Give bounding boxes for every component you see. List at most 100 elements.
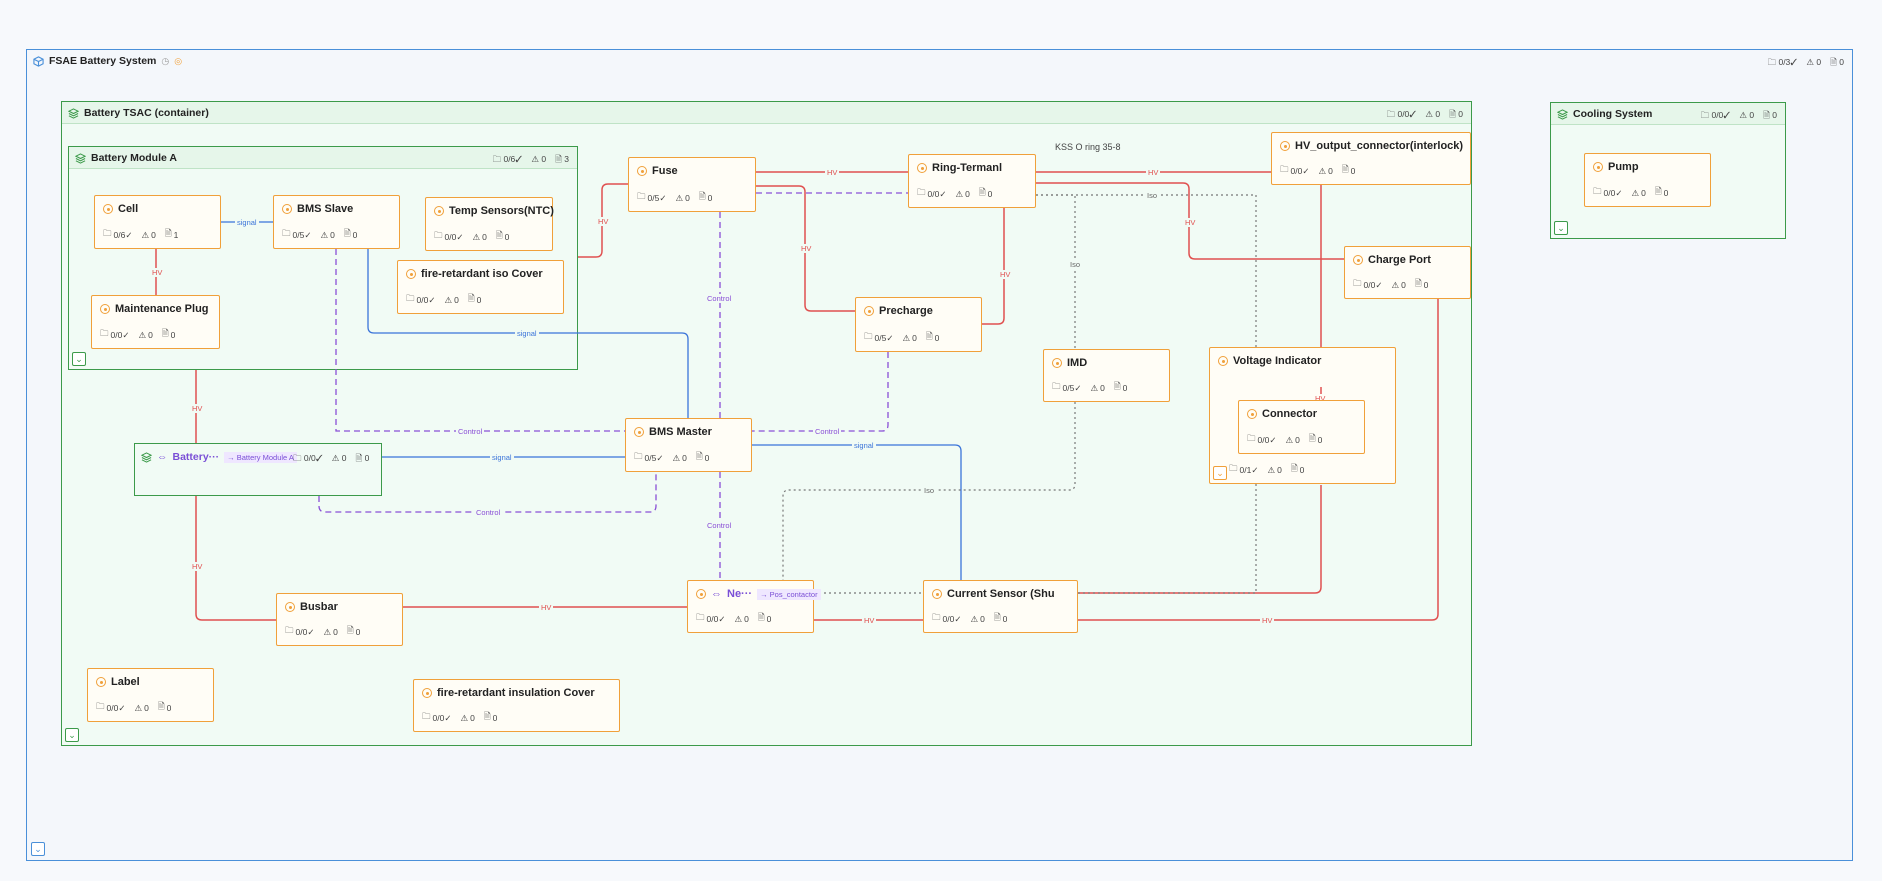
tsac-collapse-button[interactable]: ⌄ (65, 728, 79, 742)
component-icon (1052, 358, 1062, 368)
system-docs: 0 (1839, 57, 1844, 67)
node-neg-contactor-ref[interactable]: ⇔Ne···→ Pos_contactor 🗀0/0✓⚠0🗎0 (687, 580, 821, 633)
system-warnings: 0 (1816, 57, 1822, 67)
cooling-collapse-button[interactable]: ⌄ (1554, 221, 1568, 235)
hv-edge-current-connector (1078, 485, 1322, 594)
folder-icon: 🗀 0/3✓ (1767, 57, 1798, 67)
history-icon[interactable]: ◷ (161, 55, 170, 66)
component-icon (1218, 356, 1228, 366)
node-title: Busbar (300, 601, 338, 613)
node-folders: 0/5✓ (1062, 382, 1082, 393)
node-pump[interactable]: Pump 🗀0/0✓⚠0🗎0 (1584, 153, 1711, 207)
node-connector[interactable]: Connector 🗀0/0✓⚠0🗎0 (1238, 400, 1365, 454)
folder-icon: 🗀0/0✓ (917, 187, 947, 199)
folder-icon: 🗀 0/0✓ (1386, 109, 1417, 119)
node-title: Connector (1262, 408, 1317, 420)
tsac-stats: 🗀 0/0✓ ⚠ 0 🗎 0 (1387, 109, 1463, 123)
cooling-docs: 0 (1772, 110, 1777, 120)
node-fuse[interactable]: Fuse 🗀0/5✓⚠0🗎0 (628, 157, 756, 212)
node-title: BMS Slave (297, 203, 354, 215)
node-folders: 0/0✓ (106, 702, 126, 713)
node-warnings: 0 (1641, 188, 1646, 198)
node-label[interactable]: Label 🗀0/0✓⚠0🗎0 (87, 668, 214, 722)
node-insulation-cover[interactable]: fire-retardant insulation Cover 🗀0/0✓⚠0🗎… (413, 679, 620, 732)
doc-icon: 🗎0 (1113, 381, 1128, 393)
folder-icon: 🗀0/5✓ (1052, 381, 1082, 393)
node-cell[interactable]: Cell 🗀0/6✓⚠0🗎1 (94, 195, 221, 249)
battery-ref-group[interactable]: ⇔ Battery··· → Battery Module A 🗀 0/0✓ ⚠… (134, 443, 382, 496)
node-warnings: 0 (965, 189, 970, 199)
warning-icon: ⚠0 (955, 188, 970, 200)
node-title: fire-retardant insulation Cover (437, 687, 595, 699)
warning-icon: ⚠0 (970, 613, 985, 625)
node-folders: 0/6✓ (113, 229, 133, 240)
warning-icon: ⚠0 (672, 452, 687, 464)
module-a-collapse-button[interactable]: ⌄ (72, 352, 86, 366)
node-bms-slave[interactable]: BMS Slave 🗀0/5✓⚠0🗎0 (273, 195, 400, 249)
folder-icon: 🗀0/6✓ (103, 228, 133, 240)
node-imd[interactable]: IMD 🗀0/5✓⚠0🗎0 (1043, 349, 1170, 402)
edge-label-control-precharge-master: Control (813, 427, 842, 436)
cooling-stats: 🗀 0/0✓ ⚠ 0 🗎 0 (1701, 110, 1777, 124)
folder-icon: 🗀0/0✓ (406, 293, 436, 305)
node-precharge[interactable]: Precharge 🗀0/5✓⚠0🗎0 (855, 297, 982, 352)
node-warnings: 0 (744, 614, 749, 624)
doc-icon: 🗎0 (1341, 164, 1356, 176)
system-stats: 🗀 0/3✓ ⚠ 0 🗎 0 (1768, 57, 1844, 71)
tsac-header (62, 102, 1471, 124)
node-temp-sensors[interactable]: Temp Sensors(NTC) 🗀0/0✓⚠0🗎0 (425, 197, 554, 251)
link-icon: ⇔ (157, 451, 168, 463)
system-collapse-button[interactable]: ⌄ (31, 842, 45, 856)
warning-icon: ⚠0 (472, 231, 487, 243)
node-title: Fuse (652, 165, 678, 177)
warning-icon: ⚠0 (902, 332, 917, 344)
folder-icon: 🗀0/5✓ (864, 331, 894, 343)
node-folders: 0/0✓ (942, 613, 962, 624)
node-folders: 0/5✓ (647, 192, 667, 203)
iso-edge-ring-voltage (1036, 194, 1257, 347)
node-charge-port[interactable]: Charge Port 🗀0/0✓⚠0🗎0 (1344, 246, 1471, 299)
node-title: Charge Port (1368, 254, 1431, 266)
signal-edge-master-current (752, 444, 962, 580)
edge-label-hv-fuse-ring: HV (825, 168, 840, 177)
node-docs: 0 (707, 193, 713, 203)
module-a-warnings: 0 (541, 154, 547, 164)
doc-icon: 🗎0 (483, 711, 498, 723)
node-busbar[interactable]: Busbar 🗀0/0✓⚠0🗎0 (276, 593, 403, 646)
node-title: Temp Sensors(NTC) (449, 205, 554, 217)
battery-ref-warnings: 0 (341, 453, 347, 463)
battery-ref-title-text: Battery··· (172, 451, 220, 463)
battery-ref-folders: 0/0✓ (303, 453, 323, 463)
node-bms-master[interactable]: BMS Master 🗀0/5✓⚠0🗎0 (625, 418, 752, 472)
voltage-title: Voltage Indicator (1233, 355, 1322, 367)
folder-icon: 🗀0/0✓ (1280, 164, 1310, 176)
node-warnings: 0 (1100, 383, 1105, 393)
doc-icon: 🗎0 (1654, 186, 1669, 198)
node-hv-output-connector[interactable]: HV_output_connector(interlock) 🗀0/0✓⚠0🗎0 (1271, 132, 1471, 185)
control-edge-battery-master (318, 472, 657, 513)
node-docs: 0 (476, 295, 482, 305)
signal-edges (221, 221, 962, 580)
voltage-collapse-button[interactable]: ⌄ (1213, 466, 1227, 480)
node-docs: 0 (170, 330, 176, 340)
edge-label-hv-module-battery: HV (190, 404, 205, 413)
system-title: FSAE Battery System ◷ ◎ (33, 55, 182, 67)
node-ring-terminal[interactable]: Ring-Termanl 🗀0/0✓⚠0🗎0 (908, 154, 1036, 208)
doc-icon: 🗎0 (495, 230, 510, 242)
voltage-docs: 0 (1299, 465, 1305, 475)
layers-icon (1557, 108, 1568, 120)
module-a-title-text: Battery Module A (91, 152, 177, 164)
battery-ref-target[interactable]: → Battery Module A (224, 451, 297, 463)
doc-icon: 🗎0 (1414, 278, 1429, 290)
node-current-sensor[interactable]: Current Sensor (Shu 🗀0/0✓⚠0🗎0 (923, 580, 1078, 633)
folder-icon: 🗀0/0✓ (285, 625, 315, 637)
neg-ref-target[interactable]: → Pos_contactor (757, 588, 821, 600)
status-icon[interactable]: ◎ (174, 55, 183, 66)
battery-ref-docs: 0 (364, 453, 370, 463)
component-icon (696, 589, 706, 599)
node-maintenance-plug[interactable]: Maintenance Plug 🗀0/0✓⚠0🗎0 (91, 295, 220, 349)
node-iso-cover[interactable]: fire-retardant iso Cover 🗀0/0✓⚠0🗎0 (397, 260, 564, 314)
edge-label-hv-battery-busbar: HV (190, 562, 205, 571)
battery-ref-title: ⇔ Battery··· → Battery Module A (141, 451, 297, 463)
